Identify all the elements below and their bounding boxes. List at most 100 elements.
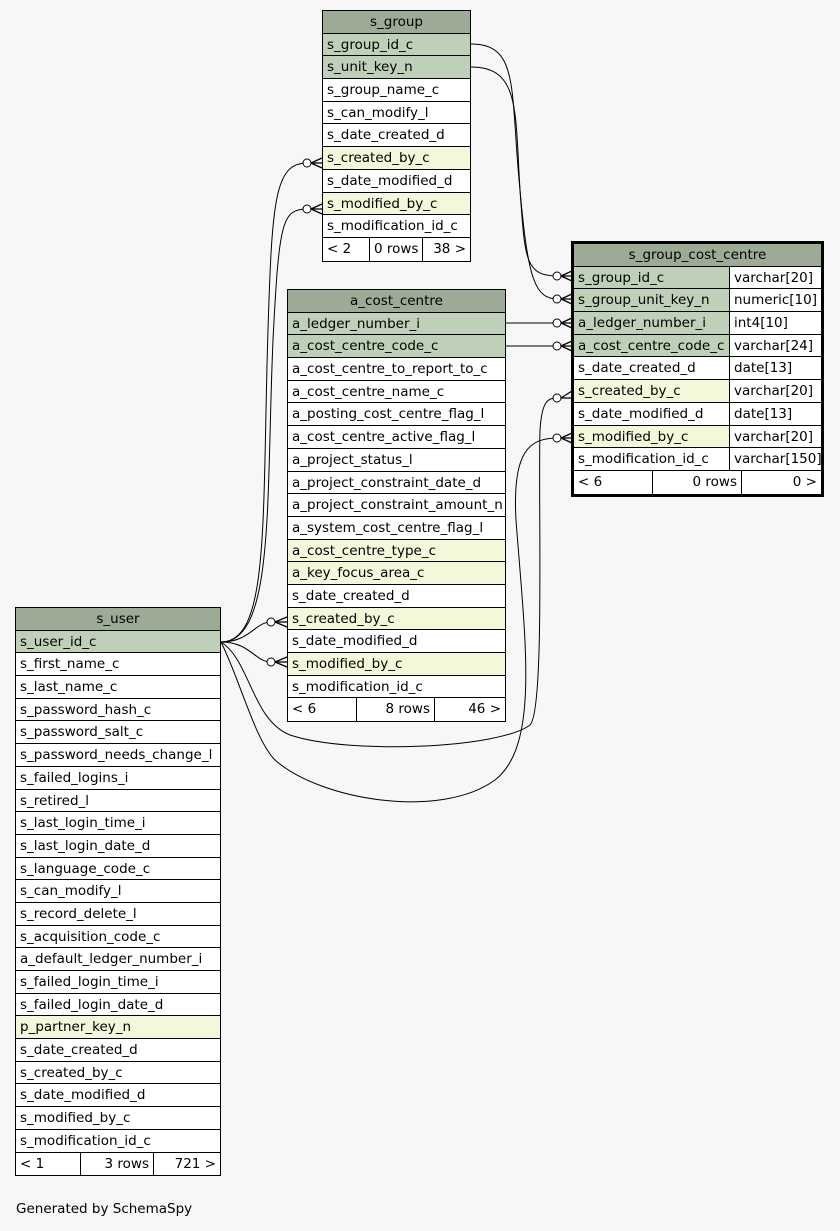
column-type: varchar[24] [729,334,821,357]
column-name: a_ledger_number_i [292,315,421,332]
column-name: a_ledger_number_i [578,315,707,332]
column-name: a_posting_cost_centre_flag_l [292,406,485,423]
column-name: s_last_login_date_d [20,837,151,854]
column-row: s_retired_l [16,790,220,813]
column-name: s_can_modify_l [327,104,429,121]
link-user-group-created [220,162,308,643]
column-name: s_date_created_d [20,1042,138,1059]
column-type: date[13] [729,402,821,425]
column-type: varchar[150] [729,448,821,470]
column-row: s_date_created_d [16,1039,220,1062]
column-name: s_created_by_c [327,150,430,167]
column-row: s_modification_id_c [288,676,505,699]
column-name: s_modification_id_c [327,218,458,235]
footer-children: 721 > [174,1155,216,1172]
footer-parents: < 1 [16,1152,81,1176]
column-name: a_cost_centre_code_c [292,338,439,355]
table-title: s_group [323,11,470,34]
column-row: s_modification_id_c [16,1130,220,1153]
column-name: a_default_ledger_number_i [20,951,203,968]
column-row: a_cost_centre_active_flag_l [288,426,505,449]
column-name: s_date_created_d [327,127,445,144]
column-row: s_last_name_c [16,676,220,699]
column-name: s_password_needs_change_l [20,747,213,764]
column-name: s_acquisition_code_c [20,928,161,945]
column-name: a_cost_centre_name_c [292,383,445,400]
generated-by-footer: Generated by SchemaSpy [16,1201,193,1217]
column-name: s_date_modified_d [327,172,453,189]
column-row: a_default_ledger_number_i [16,948,220,971]
column-row: s_group_id_c [323,33,470,57]
column-row: s_user_id_c [16,630,220,654]
table-title: a_cost_centre [288,290,505,313]
column-row: a_project_constraint_amount_n [288,494,505,517]
column-name: s_password_hash_c [20,701,152,718]
column-row: s_can_modify_l [16,880,220,903]
footer-children: 46 > [468,701,501,718]
column-name: a_project_constraint_date_d [292,474,482,491]
column-name: a_system_cost_centre_flag_l [292,519,484,536]
column-name: s_modified_by_c [20,1110,131,1127]
column-name: s_record_delete_l [20,905,137,922]
column-name: s_unit_key_n [327,59,413,76]
column-row: s_password_needs_change_l [16,744,220,767]
footer-row-count: 0 rows [653,470,742,494]
footer-row-count: 3 rows [81,1152,154,1176]
column-row: s_modified_by_c [323,192,470,216]
column-row: s_group_name_c [323,79,470,102]
column-name: a_project_status_l [292,451,413,468]
column-name: s_date_modified_d [20,1087,146,1104]
column-type: varchar[20] [729,380,821,402]
column-name: s_modified_by_c [292,656,403,672]
column-name: a_project_constraint_amount_n [292,497,503,514]
link-user-gcc-created [220,397,559,748]
column-row: s_failed_login_time_i [16,971,220,994]
column-name: s_can_modify_l [20,883,122,900]
column-name: s_failed_logins_i [20,769,129,786]
link-unit-key [470,66,559,300]
column-row: a_key_focus_area_c [288,562,505,585]
column-row: a_system_cost_centre_flag_l [288,517,505,540]
link-user-group-modified [220,208,308,643]
column-row: a_project_status_l [288,449,505,472]
column-name: s_date_modified_d [578,405,704,422]
column-row: s_date_modified_d [16,1084,220,1108]
column-row: s_can_modify_l [323,102,470,125]
column-row: s_last_login_date_d [16,835,220,858]
footer-parents: < 6 [574,470,653,494]
column-row: s_first_name_c [16,653,220,677]
column-row: s_created_by_c [16,1062,220,1085]
column-row: p_partner_key_n [16,1016,220,1040]
column-name: s_first_name_c [20,656,120,673]
column-name: s_modification_id_c [292,678,423,695]
column-name: s_date_created_d [292,587,410,604]
column-row: s_modification_id_c [323,215,470,238]
link-group-id [470,43,559,277]
column-row: a_cost_centre_to_report_to_c [288,358,505,381]
footer-row-count: 8 rows [357,698,435,722]
column-row: s_failed_login_date_d [16,994,220,1017]
column-name: s_group_name_c [327,82,440,99]
column-name: a_cost_centre_code_c [578,337,725,354]
column-name: p_partner_key_n [20,1019,132,1036]
column-name: a_cost_centre_type_c [292,542,436,559]
column-row: s_date_created_d [288,585,505,608]
column-row: s_password_hash_c [16,699,220,722]
column-row: a_cost_centre_name_c [288,381,505,404]
footer-parents: < 2 [323,237,370,261]
column-type: varchar[20] [729,266,821,289]
column-name: s_group_id_c [327,36,414,53]
column-name: s_date_modified_d [292,633,418,650]
column-name: s_created_by_c [292,610,395,627]
